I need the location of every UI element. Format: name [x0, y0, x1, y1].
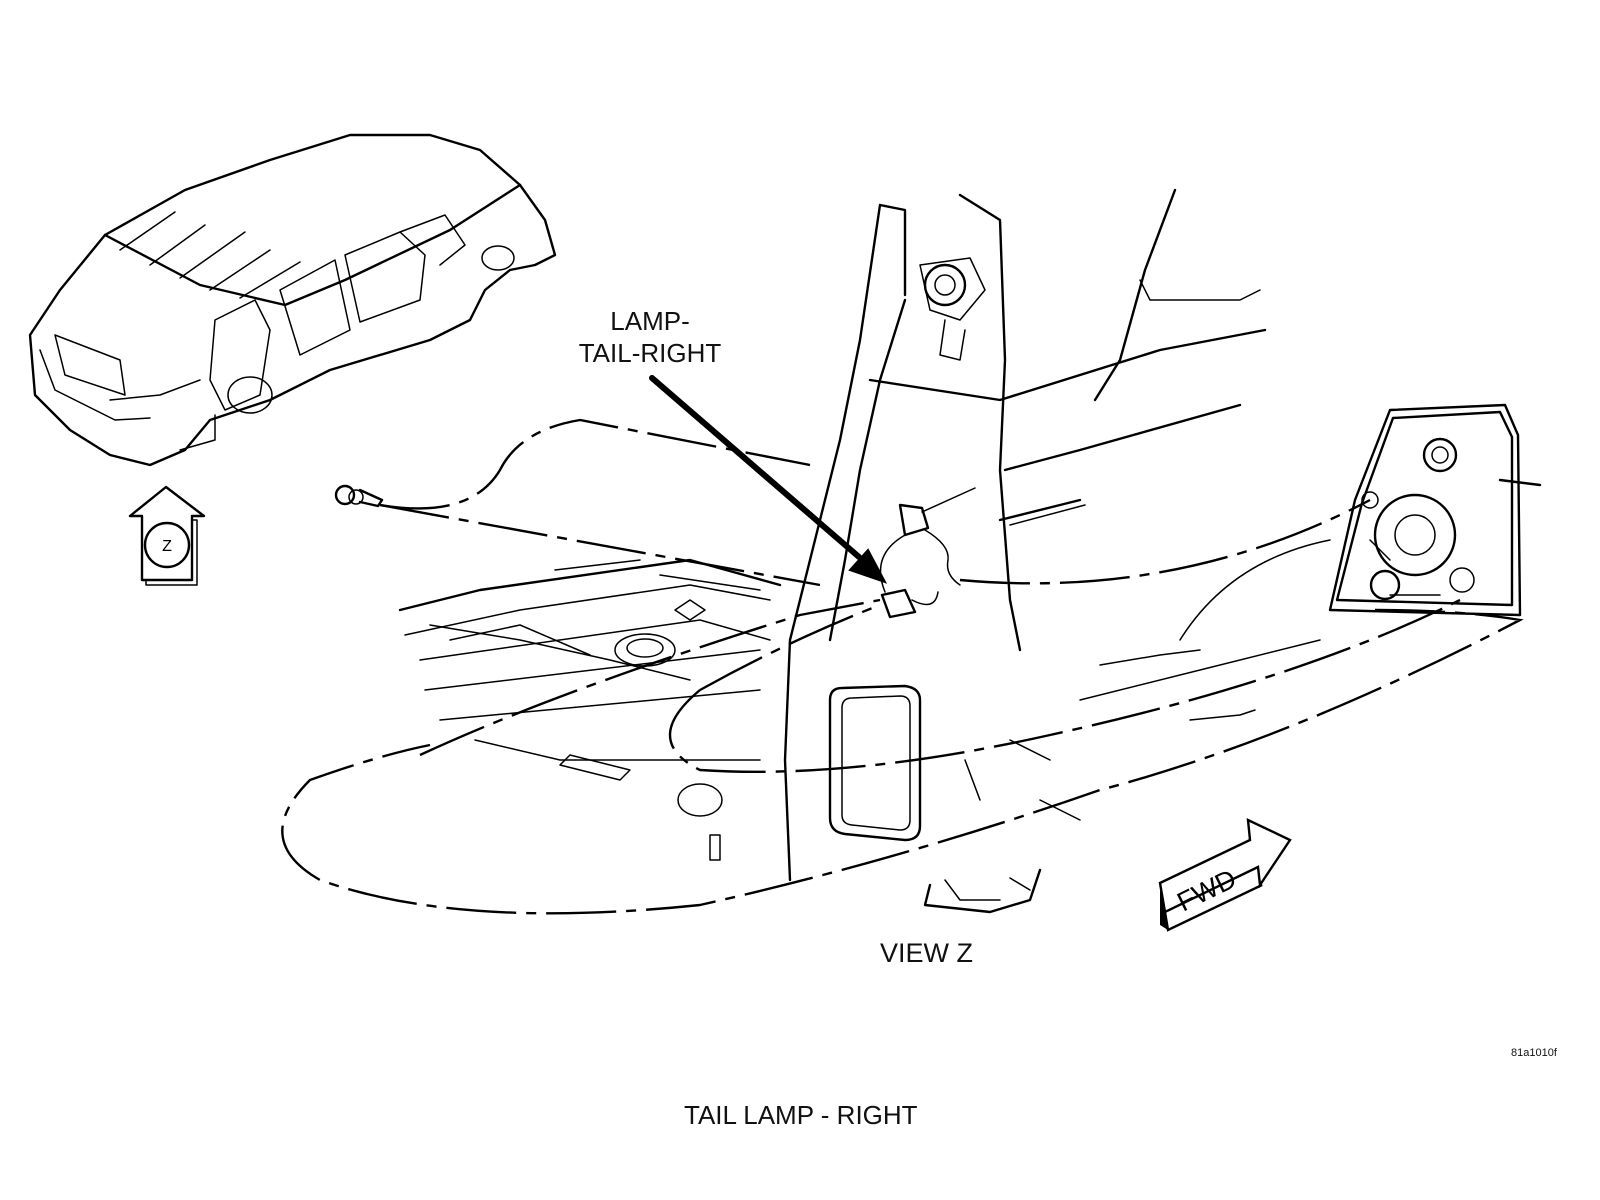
- forward-direction-arrow-icon: FWD: [1158, 818, 1292, 932]
- diagram-title: TAIL LAMP - RIGHT: [684, 1100, 918, 1130]
- dashed-view-outline: [281, 418, 1524, 915]
- tail-lamp-assembly-drawing: [1328, 403, 1542, 617]
- callout-label-line-2: TAIL-RIGHT: [578, 338, 722, 368]
- callout-label-line-1: LAMP-: [610, 306, 690, 336]
- vehicle-body-structure-drawing: [398, 188, 1331, 914]
- figure-id-label: 81a1010f: [1511, 1047, 1557, 1059]
- view-z-indicator-arrow-icon: [128, 485, 206, 586]
- vehicle-overview-drawing: [28, 133, 557, 467]
- callout-label: LAMP- TAIL-RIGHT: [565, 305, 735, 369]
- wiring-harness-connector-drawing: [879, 487, 976, 619]
- view-marker-label: Z: [162, 538, 172, 555]
- push-pin-fastener-icon: [334, 484, 384, 508]
- callout-leader-arrow: [649, 375, 888, 584]
- view-z-label: VIEW Z: [880, 938, 973, 968]
